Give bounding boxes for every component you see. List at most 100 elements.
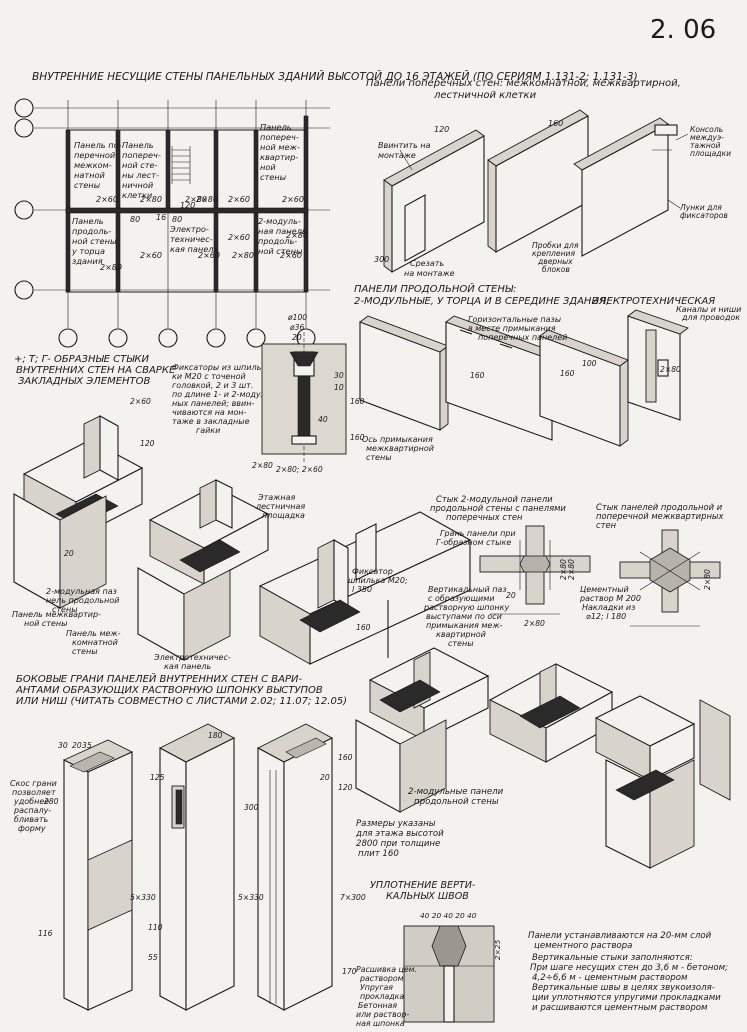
joint-iso-bottom xyxy=(355,647,731,869)
modpanel-note: 2-модульные панели продольной стены xyxy=(408,787,506,807)
dims-note: Размеры указаны для этажа высотой 2800 п… xyxy=(355,819,446,859)
landing-note: Этажная лестничная площадка xyxy=(255,493,308,520)
svg-text:2×60: 2×60 xyxy=(198,251,220,260)
svg-text:2×60: 2×60 xyxy=(130,397,151,406)
svg-text:20: 20 xyxy=(506,591,516,600)
sheet-number: 2. 06 xyxy=(650,15,716,45)
svg-text:2×80: 2×80 xyxy=(559,559,568,580)
electro-note: Электротехничес- кая панель xyxy=(153,653,233,671)
svg-text:16: 16 xyxy=(156,213,166,222)
cross-wall-panels: Панели поперечных стен: межкомнатной, ме… xyxy=(366,78,731,278)
sheet-title: ВНУТРЕННИЕ НЕСУЩИЕ СТЕНЫ ПАНЕЛЬНЫХ ЗДАНИ… xyxy=(32,70,638,83)
plan-cell-label: Панель продоль- ной стены у торца здания xyxy=(71,216,119,266)
svg-text:20: 20 xyxy=(64,549,74,558)
face-variant-1 xyxy=(62,739,134,1011)
plan-cell-label: Панель попереч- ной сте- ны лест- ничной… xyxy=(122,140,163,200)
axis-marker xyxy=(14,98,34,118)
svg-text:2×80: 2×80 xyxy=(185,195,207,204)
plan-cell-label: Панель попереч- ной меж- квартир- ной ст… xyxy=(260,122,302,182)
plugs-note: Пробки для крепления дверных блоков xyxy=(532,241,581,274)
cross-panels-title: Панели поперечных стен: межкомнатной, ме… xyxy=(366,78,684,101)
interflat-note: Панель межквартир- ной стены xyxy=(12,610,104,628)
svg-text:120: 120 xyxy=(180,201,195,210)
longitudinal-panels: ПАНЕЛИ ПРОДОЛЬНОЙ СТЕНЫ: 2-МОДУЛЬНЫЕ, У … xyxy=(354,282,744,462)
seal-detail: УПЛОТНЕНИЕ ВЕРТИ- КАЛЬНЫХ ШВОВ 40 20 40 … xyxy=(356,880,502,1028)
seal-dims: 40 20 40 20 40 xyxy=(420,911,477,920)
svg-text:80: 80 xyxy=(130,215,140,224)
svg-text:2×80: 2×80 xyxy=(232,251,254,260)
svg-text:2×25: 2×25 xyxy=(493,939,502,960)
channels-note: Каналы и ниши для проводок xyxy=(676,305,744,322)
seal-title: УПЛОТНЕНИЕ ВЕРТИ- КАЛЬНЫХ ШВОВ xyxy=(370,880,478,902)
axis-note: Ось примыкания межквартирной стены xyxy=(362,435,437,462)
svg-text:2×80: 2×80 xyxy=(524,619,545,628)
bevel-note: Скос грани позволяет удобнее распалу- бл… xyxy=(10,779,59,833)
joint-iso-3: 160 xyxy=(258,511,472,665)
seal-labels: Расшивка цем. раствором Упругая прокладк… xyxy=(356,965,419,1028)
joint-plan-1-title: Стык 2-модульной панели продольной стены… xyxy=(430,494,569,522)
joint-plan-1: 2×80 2×80 2×80 20 xyxy=(479,525,591,628)
panel-stair xyxy=(581,123,669,257)
svg-text:2×60: 2×60 xyxy=(228,233,250,242)
notes: Панели устанавливаются на 20-мм слой цем… xyxy=(528,931,728,1013)
svg-text:80: 80 xyxy=(172,215,182,224)
face-variant-2 xyxy=(159,723,235,1011)
joint-iso-2: 2×80 xyxy=(137,461,273,661)
face-note: Грань панели при Г-образном стыке xyxy=(436,529,518,547)
joint-plan-2-title: Стык панелей продольной и поперечной меж… xyxy=(596,502,726,530)
joint-iso-1: 2×60 20 120 xyxy=(13,397,155,609)
axis-marker xyxy=(58,328,78,348)
faces-dims: 30 20 35 280 116 180 125 300 110 5×330 5… xyxy=(38,731,368,976)
axis-marker xyxy=(158,328,178,348)
svg-text:2×60: 2×60 xyxy=(228,195,250,204)
axis-marker xyxy=(206,328,226,348)
vgroove-note: Вертикальный паз с образующими растворну… xyxy=(423,585,512,648)
cement-note: Цементный раствор М 200 Накладки из ⌀12;… xyxy=(579,585,644,621)
svg-text:2×60: 2×60 xyxy=(280,251,302,260)
axis-marker xyxy=(14,280,34,300)
joint-plan-2: 2×80 xyxy=(619,529,721,627)
cross-dim: 120 160 300 xyxy=(374,119,566,264)
side-faces-section: БОКОВЫЕ ГРАНИ ПАНЕЛЕЙ ВНУТРЕННИХ СТЕН С … xyxy=(10,672,506,1011)
svg-text:2×80: 2×80 xyxy=(567,559,576,580)
svg-text:120: 120 xyxy=(140,439,155,448)
joints-section: +; Т; Г- ОБРАЗНЫЕ СТЫКИ ВНУТРЕННИХ СТЕН … xyxy=(12,313,472,671)
long-panels-title: ПАНЕЛИ ПРОДОЛЬНОЙ СТЕНЫ: 2-МОДУЛЬНЫЕ, У … xyxy=(354,282,715,307)
svg-text:2×60: 2×60 xyxy=(282,195,304,204)
svg-text:2×80: 2×80 xyxy=(252,461,273,470)
grooves-note: Горизонтальные пазы в месте примыкания п… xyxy=(468,315,567,342)
screw-note: Ввинтить на монтаже xyxy=(378,141,433,160)
modgroove-note: 2-модульная паз нель продольной стены xyxy=(46,587,122,614)
svg-text:2×60: 2×60 xyxy=(140,251,162,260)
plan-cell-label: 2-модуль- ная панель продоль- ной стены xyxy=(258,216,309,256)
header: 2. 06 ВНУТРЕННИЕ НЕСУЩИЕ СТЕНЫ ПАНЕЛЬНЫХ… xyxy=(32,15,716,83)
panel-interroom xyxy=(391,135,485,273)
svg-text:2×80: 2×80 xyxy=(703,569,712,590)
fixator-dims: ø100 ø36 20 30 10 160 160 40 2×80; 2×60 xyxy=(276,313,367,474)
fixator-detail: ø100 ø36 20 30 10 160 160 40 2×80; 2×60 xyxy=(261,313,367,474)
plan-cell-label: Электро- техничес- кая панель xyxy=(169,224,218,254)
fixators-note: Фиксаторы из шпиль- ки М20 с точеной гол… xyxy=(172,363,276,435)
axis-marker xyxy=(246,328,266,348)
svg-text:2×80: 2×80 xyxy=(286,231,308,240)
svg-text:2×80: 2×80 xyxy=(100,263,122,272)
svg-text:2×80: 2×80 xyxy=(196,195,218,204)
face-variant-3 xyxy=(257,723,333,1011)
joint-plans: Стык 2-модульной панели продольной стены… xyxy=(423,494,726,648)
holes-note: Лунки для фиксаторов xyxy=(679,203,728,220)
floor-plan: Панель по- перечной межком- натной стены… xyxy=(14,98,330,348)
axis-marker xyxy=(14,200,34,220)
plan-dimensions: 2×60 2×80 2×80 2×60 2×60 2×60 2×60 2×80 … xyxy=(96,195,308,272)
svg-text:2×80: 2×80 xyxy=(140,195,162,204)
axis-marker xyxy=(108,328,128,348)
plan-cell-label: Панель по- перечной межком- натной стены xyxy=(74,140,124,190)
svg-text:160: 160 xyxy=(356,623,371,632)
svg-text:2×60: 2×60 xyxy=(96,195,118,204)
fixator-note: Фиксатор шпилька М20; l 350 xyxy=(348,567,410,594)
faces-title: БОКОВЫЕ ГРАНИ ПАНЕЛЕЙ ВНУТРЕННИХ СТЕН С … xyxy=(15,672,347,707)
console-note: Консоль междуэ- тажной площадки xyxy=(690,125,731,158)
axis-marker xyxy=(14,118,34,138)
cut-note: Срезать на монтаже xyxy=(404,259,455,278)
